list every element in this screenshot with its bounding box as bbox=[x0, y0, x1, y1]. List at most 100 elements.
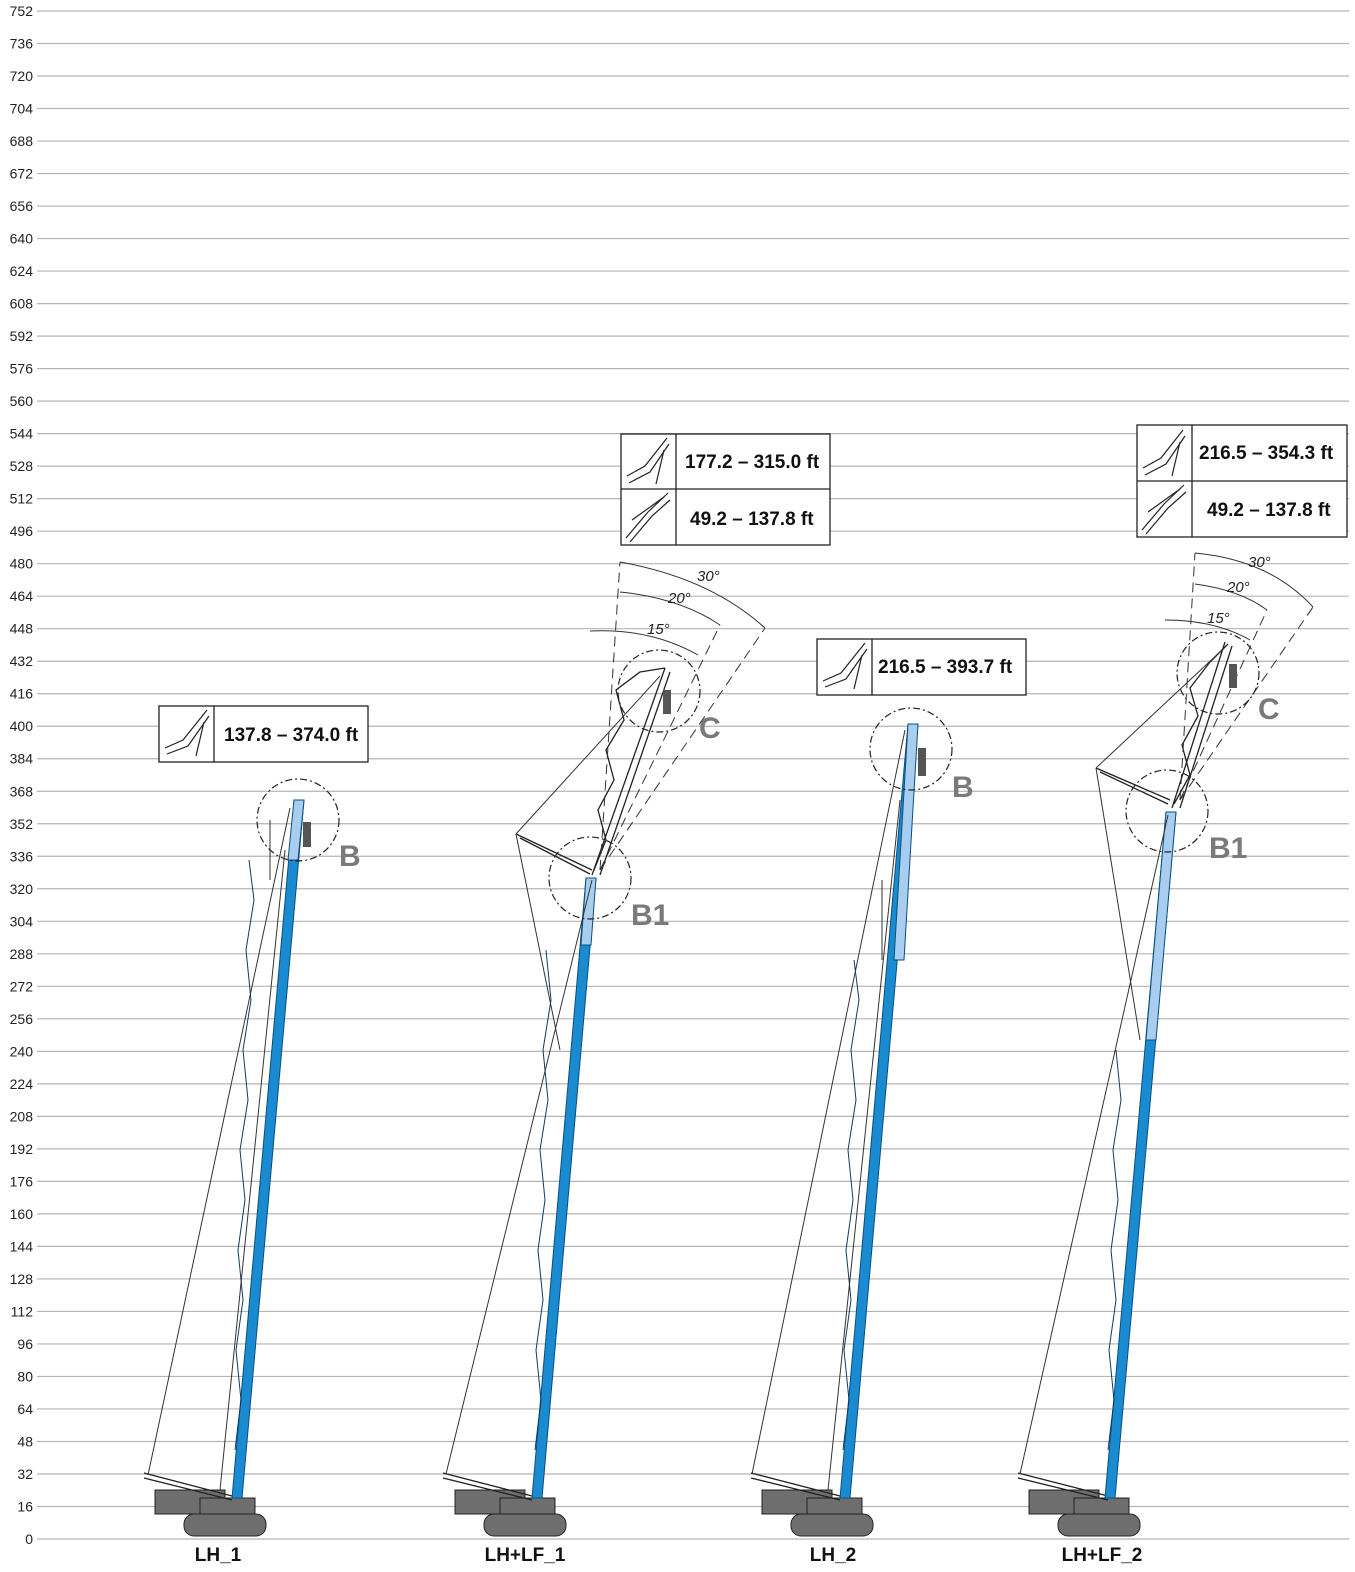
y-tick-label: 608 bbox=[10, 296, 34, 312]
crane-lh-lf-1 bbox=[442, 561, 766, 1537]
marker-b1-label: B1 bbox=[631, 899, 669, 932]
marker-c-label: C bbox=[1258, 693, 1280, 726]
y-tick-label: 208 bbox=[10, 1108, 34, 1124]
mast-with-jib-icon bbox=[626, 437, 670, 485]
y-tick-label: 592 bbox=[10, 328, 34, 344]
config-label-lh-1: LH_1 bbox=[195, 1545, 242, 1566]
y-tick-label: 352 bbox=[10, 816, 34, 832]
range-text: 216.5 – 393.7 ft bbox=[878, 657, 1013, 678]
luffing-mast-icon bbox=[164, 709, 210, 757]
angle-label-30: 30° bbox=[697, 568, 720, 585]
mast-top-section bbox=[893, 723, 919, 961]
mast-with-jib-icon bbox=[1142, 429, 1186, 477]
luffing-mast-icon bbox=[822, 642, 868, 690]
marker-b1-circle bbox=[1125, 769, 1209, 853]
y-tick-label: 16 bbox=[17, 1498, 33, 1514]
angle-label-15: 15° bbox=[647, 621, 670, 638]
y-tick-label: 528 bbox=[10, 458, 34, 474]
y-tick-label: 752 bbox=[10, 3, 34, 19]
range-box-lh-2: 216.5 – 393.7 ft bbox=[816, 638, 1027, 696]
angle-label-30: 30° bbox=[1248, 554, 1271, 571]
crane-lh-lf-2 bbox=[1017, 552, 1314, 1537]
range-box-lh-lf-2: 216.5 – 354.3 ft 49.2 – 137.8 ft bbox=[1136, 424, 1348, 538]
mast-top-section bbox=[287, 799, 305, 861]
marker-c-label: C bbox=[699, 712, 721, 745]
marker-b-label: B bbox=[952, 771, 974, 804]
crane-lh-1 bbox=[143, 778, 340, 1537]
config-label-lh-lf-1: LH+LF_1 bbox=[485, 1545, 566, 1566]
y-tick-label: 32 bbox=[17, 1466, 33, 1482]
luffing-mast bbox=[531, 877, 597, 1499]
hook-block bbox=[918, 748, 926, 776]
y-tick-label: 400 bbox=[10, 718, 34, 734]
marker-b1-label: B1 bbox=[1209, 832, 1247, 865]
crawler-base bbox=[750, 1472, 874, 1537]
hook-block bbox=[1229, 664, 1237, 688]
hook-block bbox=[303, 822, 311, 847]
y-tick-label: 560 bbox=[10, 393, 34, 409]
y-tick-label: 288 bbox=[10, 946, 34, 962]
y-tick-label: 368 bbox=[10, 783, 34, 799]
y-tick-label: 192 bbox=[10, 1141, 34, 1157]
angle-label-15: 15° bbox=[1207, 610, 1230, 627]
y-tick-label: 48 bbox=[17, 1433, 33, 1449]
marker-b1-circle bbox=[548, 836, 632, 920]
y-tick-label: 160 bbox=[10, 1206, 34, 1222]
y-tick-label: 224 bbox=[10, 1076, 34, 1092]
y-tick-label: 336 bbox=[10, 848, 34, 864]
range-text: 49.2 – 137.8 ft bbox=[1207, 500, 1331, 521]
y-tick-label: 320 bbox=[10, 881, 34, 897]
y-tick-label: 448 bbox=[10, 621, 34, 637]
y-tick-label: 64 bbox=[17, 1401, 33, 1417]
y-tick-label: 640 bbox=[10, 231, 34, 247]
marker-b-circle bbox=[869, 707, 953, 791]
config-label-lh-lf-2: LH+LF_2 bbox=[1062, 1545, 1143, 1566]
marker-c-circle bbox=[1176, 631, 1260, 715]
range-text: 137.8 – 374.0 ft bbox=[224, 725, 359, 746]
crawler-base bbox=[143, 1472, 267, 1537]
range-box-lh-lf-1: 177.2 – 315.0 ft 49.2 – 137.8 ft bbox=[620, 433, 831, 546]
height-axis: 0 16 32 48 64 80 96 112 128 144 160 176 192 208 224 240… bbox=[10, 3, 34, 1547]
y-tick-label: 304 bbox=[10, 913, 34, 929]
angle-label-20: 20° bbox=[667, 590, 691, 607]
marker-c-circle bbox=[617, 649, 701, 733]
y-tick-label: 128 bbox=[10, 1271, 34, 1287]
y-tick-label: 384 bbox=[10, 751, 34, 767]
mast-top-section bbox=[580, 877, 597, 946]
y-tick-label: 512 bbox=[10, 491, 34, 507]
y-tick-label: 112 bbox=[11, 1303, 34, 1319]
crawler-base bbox=[1017, 1472, 1141, 1537]
y-tick-label: 80 bbox=[17, 1368, 33, 1384]
crawler-base bbox=[442, 1472, 567, 1537]
y-tick-label: 736 bbox=[10, 36, 34, 52]
y-tick-label: 624 bbox=[10, 263, 34, 279]
marker-b-circle bbox=[256, 778, 340, 862]
y-tick-label: 496 bbox=[10, 523, 34, 539]
marker-b-label: B bbox=[339, 840, 361, 873]
range-text: 216.5 – 354.3 ft bbox=[1199, 443, 1334, 464]
range-boxes: 137.8 – 374.0 ft 177.2 – 315.0 ft 49.2 –… bbox=[158, 424, 1348, 763]
luffing-jib-icon bbox=[1141, 484, 1187, 535]
y-tick-label: 256 bbox=[10, 1011, 34, 1027]
range-text: 49.2 – 137.8 ft bbox=[690, 509, 814, 530]
y-tick-label: 544 bbox=[10, 426, 34, 442]
y-tick-label: 688 bbox=[10, 133, 34, 149]
y-tick-label: 432 bbox=[10, 653, 34, 669]
range-box-lh-1: 137.8 – 374.0 ft bbox=[158, 705, 369, 763]
y-tick-label: 176 bbox=[10, 1173, 34, 1189]
luffing-jib bbox=[1095, 641, 1233, 809]
y-tick-label: 144 bbox=[10, 1238, 34, 1254]
cranes: B C B1 B C B1 15° 20° 30° 15° 20° 30° bbox=[143, 552, 1314, 1537]
y-tick-label: 672 bbox=[10, 166, 34, 182]
y-tick-label: 0 bbox=[25, 1531, 33, 1547]
y-tick-label: 96 bbox=[17, 1336, 33, 1352]
y-tick-label: 720 bbox=[10, 68, 34, 84]
range-text: 177.2 – 315.0 ft bbox=[685, 452, 820, 473]
luffing-jib bbox=[515, 667, 671, 876]
y-tick-label: 240 bbox=[10, 1043, 34, 1059]
y-tick-label: 656 bbox=[10, 198, 34, 214]
crane-lh-2 bbox=[750, 707, 953, 1537]
y-tick-label: 416 bbox=[10, 686, 34, 702]
hook-block bbox=[663, 690, 671, 714]
